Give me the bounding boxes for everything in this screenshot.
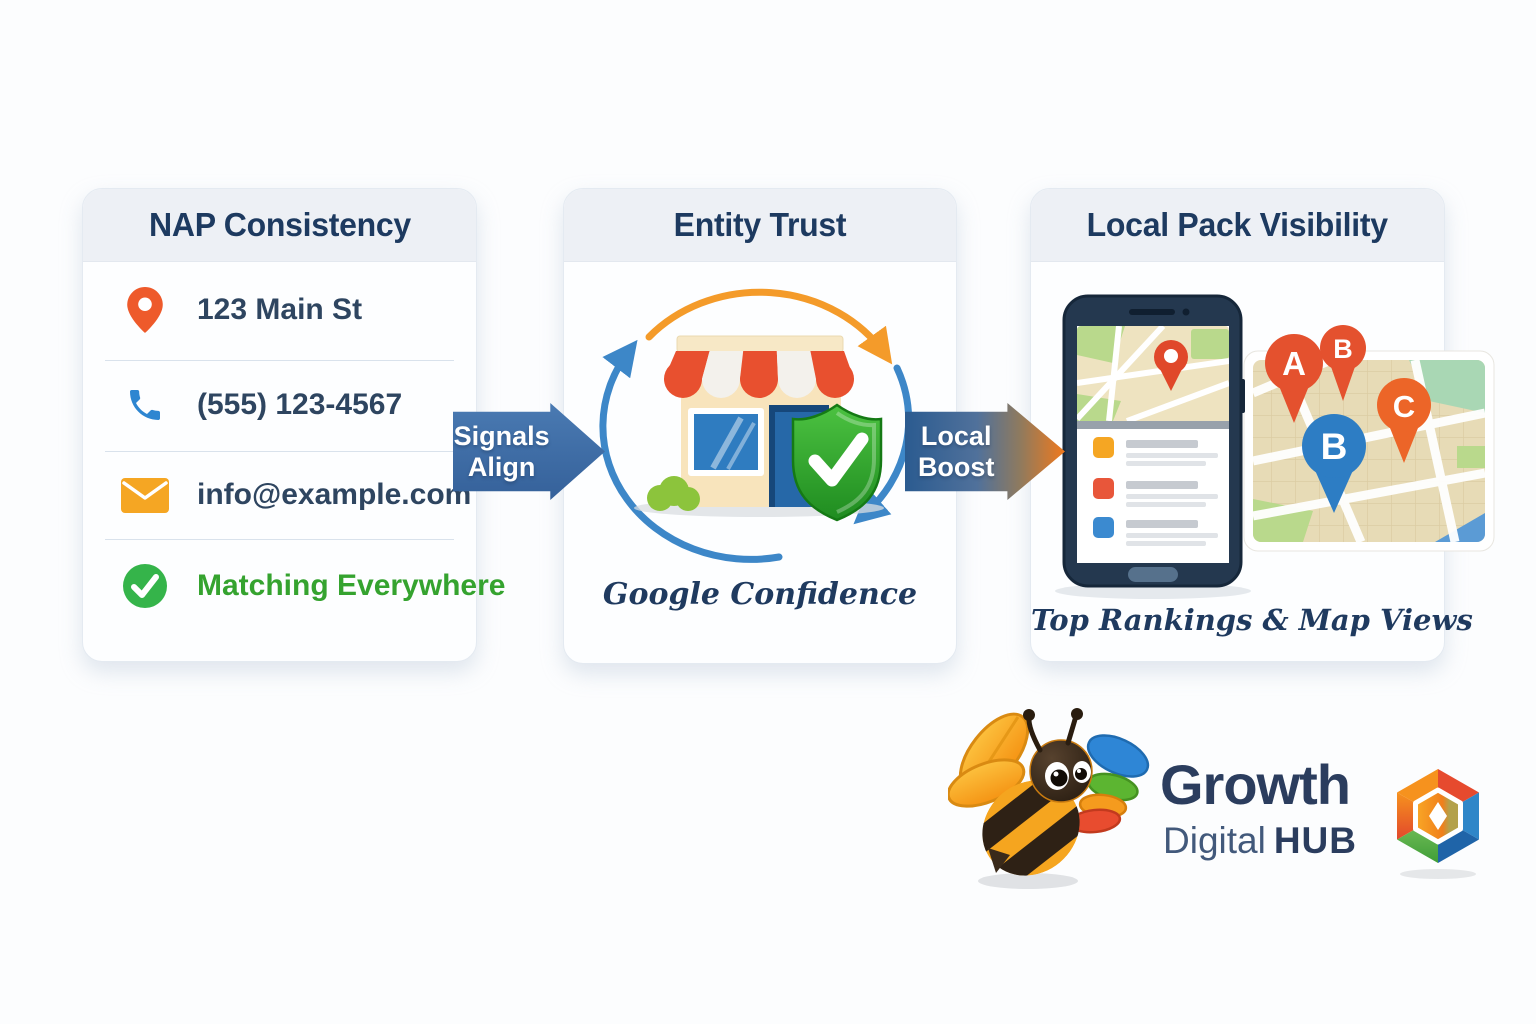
check-circle-icon <box>119 563 171 609</box>
storefront-cycle-illustration <box>599 288 913 563</box>
email-text: info@example.com <box>197 478 472 511</box>
phone-map-illustration: B A C B <box>1055 294 1495 599</box>
bush <box>647 476 700 511</box>
svg-text:A: A <box>1282 345 1306 382</box>
card-entity-header: Entity Trust <box>564 189 956 262</box>
card-nap-title: NAP Consistency <box>148 206 411 243</box>
phone-illustration <box>1055 294 1251 599</box>
phone-text: (555) 123-4567 <box>197 388 403 421</box>
phone-icon <box>119 385 171 425</box>
envelope-icon <box>119 477 171 514</box>
brand-sub-regular: Digital <box>1163 820 1266 861</box>
bee-feathers <box>1068 734 1150 834</box>
bee-mascot <box>948 708 1150 895</box>
divider <box>105 451 454 452</box>
divider <box>105 360 454 361</box>
brand-sub-bold: HUB <box>1273 820 1357 861</box>
card-local-pack-title: Local Pack Visibility <box>1086 206 1389 243</box>
bee-stinger <box>988 848 1010 873</box>
card-entity-trust: Entity Trust <box>563 188 957 664</box>
local-pack-list <box>1093 437 1218 546</box>
entity-trust-caption: Google Confidence <box>602 577 918 612</box>
local-pack-caption: Top Rankings & Map Views <box>1031 603 1473 637</box>
phone-screen-content <box>1077 326 1229 546</box>
svg-text:B: B <box>1333 334 1353 364</box>
card-nap-header: NAP Consistency <box>83 189 476 262</box>
bee-head <box>1023 708 1093 803</box>
cycle-arrow-top-orange <box>645 288 893 365</box>
store-window <box>688 408 764 476</box>
matching-text: Matching Everywhere <box>197 569 506 602</box>
card-nap-consistency: NAP Consistency 123 Main St (555) 123-45… <box>82 188 505 662</box>
phone-speaker <box>1129 309 1175 315</box>
bee-shadow <box>978 873 1078 889</box>
storefront-illustration <box>634 335 884 522</box>
phone-map-pin <box>1154 340 1188 391</box>
location-pin-icon <box>119 287 171 333</box>
list-divider-bar <box>1077 421 1229 429</box>
nap-row-address: 123 Main St <box>119 265 452 355</box>
hexagon-logo <box>1397 769 1479 879</box>
card-local-pack-header: Local Pack Visibility <box>1031 189 1444 262</box>
bee-eyes <box>1045 761 1091 790</box>
divider <box>105 539 454 540</box>
cycle-arrow-left-blue <box>599 339 783 563</box>
svg-text:B: B <box>1321 426 1348 467</box>
card-local-pack: Local Pack Visibility <box>1030 188 1495 662</box>
diamond-glyph <box>1429 802 1447 830</box>
address-text: 123 Main St <box>197 293 363 326</box>
trust-shield-icon <box>791 403 883 522</box>
svg-text:C: C <box>1393 389 1415 424</box>
map-pin-b-blue: B <box>1302 414 1366 513</box>
map-card: B A C B <box>1243 325 1495 552</box>
map-pin-a: A <box>1265 334 1323 423</box>
store-sign <box>676 335 844 353</box>
phone-home-button <box>1128 567 1178 582</box>
nap-row-email: info@example.com <box>119 450 471 540</box>
card-entity-title: Entity Trust <box>673 206 847 243</box>
map-pins: B A C B <box>1265 325 1431 513</box>
map-pin-c: C <box>1377 378 1431 463</box>
hexagon-shadow <box>1400 869 1476 879</box>
store-awning <box>664 351 854 398</box>
nap-row-matching: Matching Everywhere <box>119 541 505 631</box>
phone-camera <box>1182 308 1190 316</box>
hexagon-core <box>1413 787 1463 845</box>
map-pin-b-red: B <box>1320 325 1366 401</box>
brand-name: Growth <box>1160 753 1351 816</box>
nap-row-phone: (555) 123-4567 <box>119 360 452 450</box>
